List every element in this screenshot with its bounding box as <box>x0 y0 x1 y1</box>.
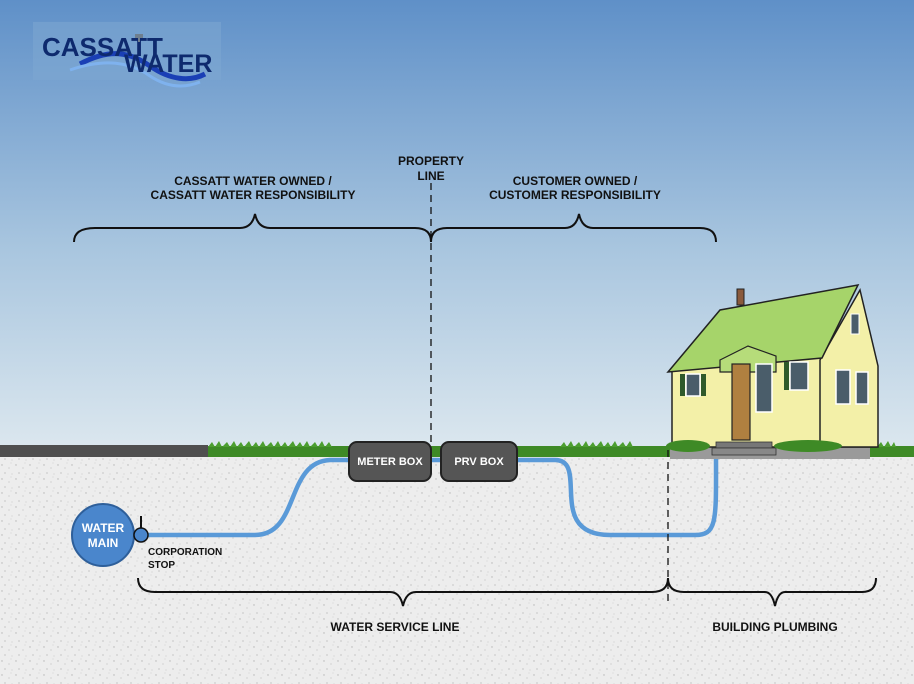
service-line-brace <box>137 577 669 607</box>
cassatt-water-logo: CASSATT WATER <box>33 22 221 88</box>
logo-text-water: WATER <box>124 50 212 78</box>
customer-label-line2: CUSTOMER RESPONSIBILITY <box>489 188 661 202</box>
meter-box: METER BOX <box>348 441 432 482</box>
customer-label-line1: CUSTOMER OWNED / <box>513 174 638 188</box>
house-illustration <box>666 283 879 459</box>
property-line-label-line1: PROPERTY <box>398 154 464 168</box>
water-main: WATER MAIN <box>71 503 135 567</box>
water-main-label-line2: MAIN <box>88 536 119 550</box>
water-main-label-line1: WATER <box>82 521 125 535</box>
faucet-icon <box>135 34 143 42</box>
prv-box-label: PRV BOX <box>454 456 504 468</box>
meter-box-label: METER BOX <box>357 456 423 468</box>
corporation-stop-valve <box>133 516 149 543</box>
owned-label-line2: CASSATT WATER RESPONSIBILITY <box>151 188 356 202</box>
prv-box: PRV BOX <box>440 441 518 482</box>
road <box>0 445 208 457</box>
owned-label-line1: CASSATT WATER OWNED / <box>174 174 332 188</box>
house-windows <box>680 313 869 413</box>
ground <box>0 455 914 684</box>
property-line-label-line2: LINE <box>417 169 444 183</box>
building-plumbing-brace <box>667 577 877 607</box>
building-plumbing-label: BUILDING PLUMBING <box>712 620 837 634</box>
customer-brace <box>430 213 717 243</box>
corporation-stop-label-line1: CORPORATION <box>148 547 222 558</box>
service-line-label: WATER SERVICE LINE <box>331 620 460 634</box>
owned-brace <box>73 213 432 243</box>
corporation-stop-label-line2: STOP <box>148 560 175 571</box>
water-service-pipe <box>143 447 719 538</box>
